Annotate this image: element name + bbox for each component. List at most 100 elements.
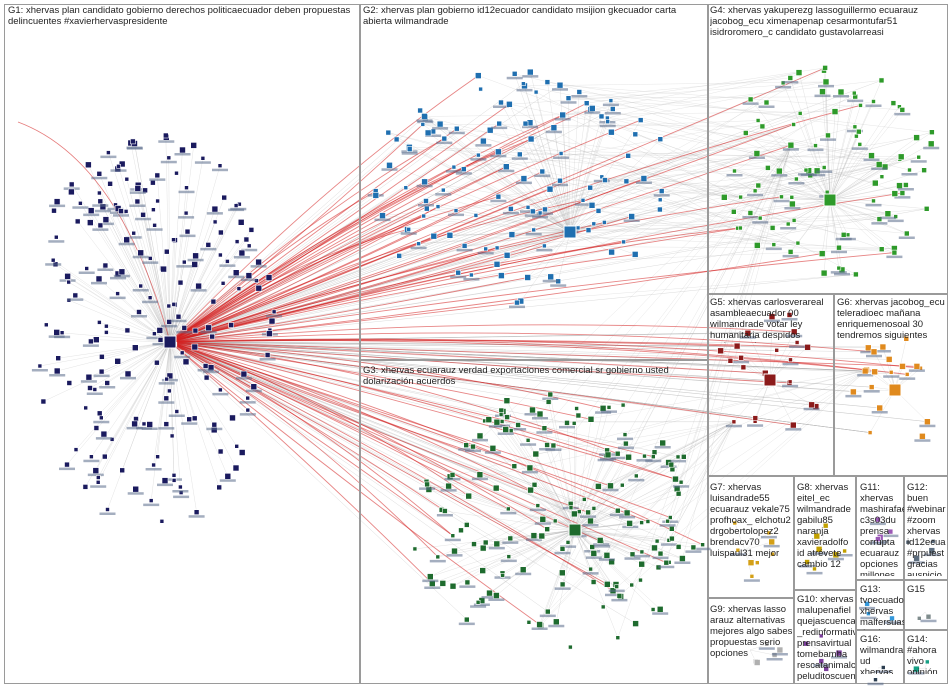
node-label — [920, 619, 937, 623]
node — [508, 206, 514, 212]
edge-highlight — [169, 341, 618, 455]
edge — [829, 199, 907, 234]
node — [527, 486, 534, 494]
node — [672, 475, 679, 483]
node — [179, 350, 185, 356]
node — [102, 216, 110, 223]
edge — [169, 204, 239, 343]
node-label — [798, 173, 814, 176]
node-label — [250, 265, 267, 268]
node — [245, 395, 250, 401]
node-label — [146, 228, 163, 231]
node — [891, 249, 898, 256]
node-label — [863, 158, 880, 162]
edge — [506, 166, 571, 233]
node — [202, 363, 209, 369]
node — [822, 65, 828, 71]
node — [632, 131, 639, 138]
node — [547, 391, 554, 398]
edge — [569, 190, 662, 233]
node-label — [82, 344, 99, 347]
node — [619, 482, 625, 488]
node — [559, 545, 566, 552]
node-label — [219, 479, 236, 482]
node — [539, 168, 546, 175]
edge — [569, 139, 661, 233]
node — [220, 280, 226, 286]
node — [66, 279, 71, 285]
node — [568, 644, 573, 650]
edge — [829, 144, 861, 201]
node — [873, 677, 878, 683]
node — [803, 167, 809, 173]
node-label — [448, 213, 464, 217]
node-label — [571, 95, 588, 98]
node-label — [910, 160, 927, 163]
node-label — [419, 487, 436, 490]
edge — [757, 120, 831, 201]
node — [639, 549, 645, 555]
node-label — [200, 330, 217, 334]
node — [852, 124, 858, 130]
node-label — [500, 511, 517, 515]
node — [97, 190, 102, 196]
node-label — [831, 250, 847, 254]
edge — [166, 341, 171, 399]
node — [475, 599, 481, 605]
node — [794, 176, 799, 182]
edge — [55, 264, 171, 343]
edge — [822, 199, 831, 254]
node — [858, 103, 863, 108]
node-label — [178, 190, 195, 194]
node-label — [179, 234, 196, 238]
edge — [169, 149, 183, 343]
edge — [169, 127, 555, 343]
node — [64, 272, 71, 280]
edge — [569, 231, 612, 253]
node-label — [594, 545, 611, 548]
node — [916, 615, 922, 621]
edge — [562, 72, 800, 116]
edge — [574, 529, 655, 549]
node-label — [748, 156, 765, 159]
edge — [169, 254, 221, 343]
edge — [169, 255, 196, 343]
node — [463, 442, 470, 449]
edge — [514, 73, 571, 233]
node — [498, 99, 504, 106]
node — [442, 508, 448, 514]
group-box-g9 — [708, 598, 794, 684]
edge — [628, 145, 792, 458]
edge — [169, 341, 866, 372]
node-label — [488, 546, 505, 550]
edge — [829, 101, 874, 201]
node — [104, 380, 110, 386]
node — [192, 252, 199, 260]
edge — [450, 369, 867, 477]
node — [536, 621, 543, 628]
node-label — [488, 598, 505, 601]
node — [232, 269, 240, 277]
node — [602, 220, 607, 225]
node — [575, 225, 581, 231]
node — [789, 421, 797, 429]
node — [217, 163, 223, 168]
edge — [502, 529, 576, 574]
node-label — [871, 411, 888, 414]
edge — [169, 275, 502, 343]
node — [478, 86, 483, 92]
node-label — [598, 558, 615, 561]
node — [808, 401, 815, 409]
edge — [569, 92, 580, 233]
node — [423, 198, 429, 204]
edge-highlight — [169, 341, 540, 625]
edge — [140, 285, 171, 343]
node — [403, 185, 409, 190]
edge — [169, 341, 531, 469]
node-label — [459, 585, 476, 588]
node — [504, 414, 510, 420]
node-label — [424, 586, 441, 589]
node — [179, 146, 186, 154]
node — [640, 175, 648, 182]
edge — [604, 111, 836, 223]
